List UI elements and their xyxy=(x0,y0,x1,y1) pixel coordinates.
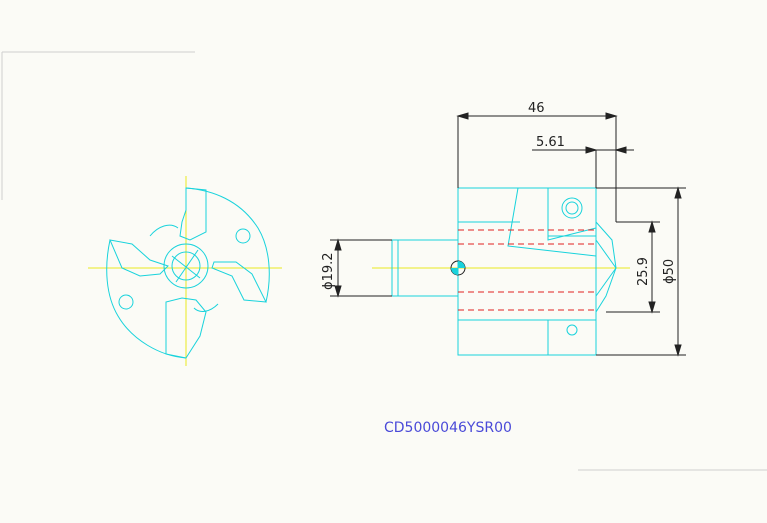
cutting-tip xyxy=(595,221,617,313)
end-view-hub xyxy=(163,243,209,289)
end-view-spiral-1 xyxy=(149,224,179,237)
clamp-screw xyxy=(561,197,583,219)
side-view xyxy=(372,187,630,356)
dim-body-diameter: ϕ50 xyxy=(662,259,677,284)
part-number-label: CD5000046YSR00 xyxy=(384,420,512,436)
dim-overall-length: 46 xyxy=(528,101,545,116)
clamp-screw-lower xyxy=(566,324,578,336)
end-view-hub-inner xyxy=(171,251,201,281)
insert-pocket-top xyxy=(507,187,597,257)
dim-shank-diameter: ϕ19.2 xyxy=(321,252,336,290)
end-view-flute-right xyxy=(211,261,267,303)
clamp-screw-inner xyxy=(565,201,579,215)
end-view-flute-bottom xyxy=(165,297,207,359)
end-view xyxy=(88,176,282,366)
end-view-hole-right xyxy=(235,228,251,244)
end-view-outer-arc xyxy=(185,187,270,303)
center-mark-fill-2 xyxy=(451,268,458,275)
end-view-spiral-2 xyxy=(193,303,219,312)
hidden-lines xyxy=(458,229,596,311)
center-mark-fill-1 xyxy=(458,261,465,268)
dim-tip-offset: 5.61 xyxy=(536,135,565,150)
dimension-lines xyxy=(330,112,686,357)
clamp-block-top xyxy=(547,187,597,237)
end-view-hole-left xyxy=(118,294,134,310)
end-view-flute-top xyxy=(179,187,207,241)
end-view-flute-left xyxy=(109,239,169,277)
end-view-centerlines xyxy=(88,176,282,366)
end-view-outer-arc-lower xyxy=(106,239,187,359)
clamp-block-bottom xyxy=(547,319,597,356)
dim-cut-height: 25.9 xyxy=(636,257,651,286)
sheet-border xyxy=(1,51,767,471)
